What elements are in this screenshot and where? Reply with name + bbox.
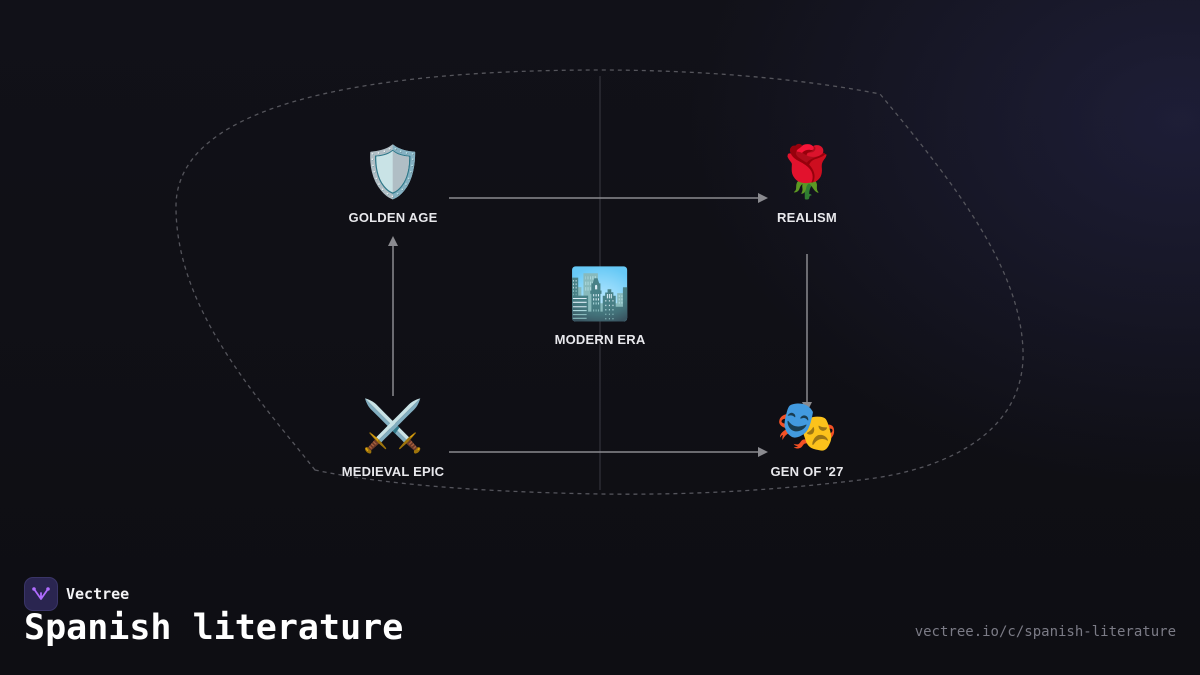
vectree-logo-icon bbox=[24, 577, 58, 611]
shield-icon: 🛡️ bbox=[361, 144, 425, 200]
node-realism[interactable]: 🌹 REALISM bbox=[727, 142, 887, 225]
node-medieval-epic[interactable]: ⚔️ MEDIEVAL EPIC bbox=[313, 396, 473, 479]
page-title: Spanish literature bbox=[24, 608, 404, 648]
node-label-medieval-epic: MEDIEVAL EPIC bbox=[341, 464, 445, 479]
cityscape-icon: 🏙️ bbox=[568, 266, 632, 322]
brand[interactable]: Vectree bbox=[24, 577, 129, 611]
cluster-boundary bbox=[175, 69, 1024, 495]
theater-masks-icon: 🎭 bbox=[775, 398, 839, 454]
node-modern-era[interactable]: 🏙️ MODERN ERA bbox=[520, 264, 680, 347]
crossed-swords-icon: ⚔️ bbox=[361, 398, 425, 454]
node-golden-age[interactable]: 🛡️ GOLDEN AGE bbox=[313, 142, 473, 225]
node-label-realism: REALISM bbox=[777, 210, 837, 225]
rose-icon: 🌹 bbox=[775, 144, 839, 200]
node-gen-of-27[interactable]: 🎭 GEN OF '27 bbox=[727, 396, 887, 479]
brand-name: Vectree bbox=[66, 585, 130, 603]
node-label-gen-of-27: GEN OF '27 bbox=[770, 464, 844, 479]
node-label-golden-age: GOLDEN AGE bbox=[348, 210, 438, 225]
source-url[interactable]: vectree.io/c/spanish-literature bbox=[914, 624, 1176, 640]
node-label-modern-era: MODERN ERA bbox=[554, 332, 646, 347]
